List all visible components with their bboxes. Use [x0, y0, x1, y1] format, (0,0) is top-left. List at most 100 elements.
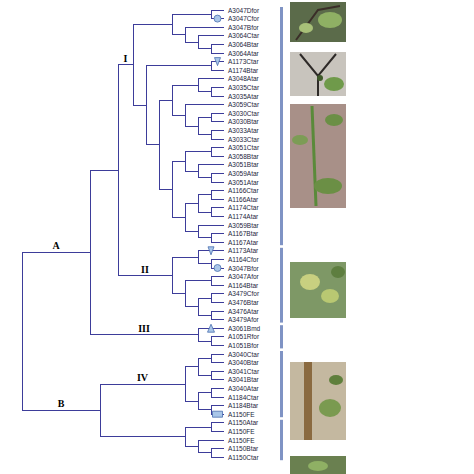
tree-branch [211, 139, 224, 140]
photo-stem [312, 106, 316, 206]
photo-flowers [321, 289, 339, 303]
tree-branch [211, 336, 224, 337]
tree-branch [211, 405, 224, 406]
tree-branch [172, 34, 185, 35]
clade-label: I [124, 53, 128, 64]
taxon-label: A1184Btar [228, 402, 258, 409]
tree-branch [211, 182, 224, 183]
tree-branch [172, 217, 185, 218]
tree-branch [211, 371, 224, 372]
taxon-label: A3051Atar [228, 179, 259, 186]
tree-branch [172, 14, 211, 15]
tree-branch [211, 259, 224, 260]
taxon-label: A3059Atar [228, 170, 259, 177]
taxon-label: A1150FE [228, 428, 255, 435]
tree-branch [211, 233, 224, 234]
photo-leaf [318, 12, 342, 28]
tree-branch [159, 189, 172, 190]
plant-photo [290, 2, 346, 42]
tree-branch [198, 237, 211, 238]
tree-branch [172, 161, 185, 162]
tree-branch [198, 452, 211, 453]
taxon-label: A1150FE [228, 411, 255, 418]
clade-label: IV [137, 372, 148, 383]
tree-branch [198, 177, 211, 178]
branch-marker [208, 324, 215, 332]
tree-branch [185, 401, 198, 402]
tree-branch [211, 362, 224, 363]
tree-branch [22, 252, 23, 410]
tree-branch [118, 275, 172, 276]
photo-flowers [300, 274, 320, 290]
photo-leaf [308, 461, 328, 471]
tree-branch [211, 311, 224, 312]
taxon-label: A1174Btar [228, 67, 258, 74]
tree-branch [211, 397, 224, 398]
photo-stake [304, 362, 312, 440]
tree-branch [198, 298, 211, 299]
taxon-label: A3051Btar [228, 161, 259, 168]
plant-photo [290, 456, 346, 474]
tree-branch [185, 151, 211, 152]
tree-branch [22, 252, 90, 253]
tree-branch [118, 64, 133, 65]
tree-branch [211, 285, 224, 286]
tree-branch [211, 10, 224, 11]
tree-branch [211, 199, 224, 200]
photo-leaf [299, 23, 313, 33]
taxon-label: A3048Atar [228, 75, 259, 82]
tree-branch [211, 242, 224, 243]
tree-branch [211, 173, 224, 174]
tree-branch [198, 315, 211, 316]
clade-bracket [280, 248, 283, 323]
photo-fruit [317, 75, 323, 81]
taxon-label: A3047Afor [228, 273, 259, 280]
taxon-label: A1173Ctar [228, 58, 259, 65]
tree-branch [185, 306, 198, 307]
taxon-label: A3033Atar [228, 127, 259, 134]
tree-branch [211, 87, 224, 88]
tree-branch [185, 104, 224, 105]
tree-branch [211, 388, 224, 389]
tree-branch [198, 358, 211, 359]
tree-branch [211, 96, 224, 97]
clade-bracket [280, 420, 283, 460]
tree-branch [172, 115, 185, 116]
tree-branch [172, 257, 198, 258]
plant-photo [290, 362, 346, 440]
tree-branch [198, 48, 211, 49]
taxon-label: A1164Btar [228, 282, 258, 289]
clade-label: A [52, 240, 59, 251]
photo-leaf [329, 375, 343, 385]
plant-photo [290, 52, 346, 96]
tree-branch [90, 334, 198, 335]
photo-leaf [314, 178, 342, 194]
tree-branch [185, 203, 198, 204]
clade-bracket [280, 325, 283, 348]
photo-leaf [324, 77, 344, 91]
tree-branch [198, 164, 224, 165]
tree-branch [185, 446, 198, 447]
taxon-label: A3030Btar [228, 118, 259, 125]
taxon-label: A1150FE [228, 437, 255, 444]
taxon-label: A1051Bfor [228, 342, 259, 349]
taxon-label: A3040Ctar [228, 351, 259, 358]
tree-branch [211, 457, 224, 458]
taxon-label: A3041Ctar [228, 368, 259, 375]
tree-branch [198, 194, 211, 195]
tree-branch [198, 440, 224, 441]
tree-branch [185, 27, 224, 28]
branch-marker [214, 15, 221, 22]
branch-marker [215, 58, 221, 66]
tree-branch [159, 100, 172, 101]
taxon-label: A3030Ctar [228, 110, 259, 117]
tree-branch [198, 375, 211, 376]
taxon-label: A1174Ctar [228, 204, 259, 211]
taxon-label: A3059Btar [228, 222, 259, 229]
taxon-label: A3040Atar [228, 385, 259, 392]
tree-branch [211, 147, 224, 148]
clade-bracket [280, 351, 283, 417]
tree-branch [211, 53, 224, 54]
taxon-label: A3035Ctar [228, 84, 259, 91]
